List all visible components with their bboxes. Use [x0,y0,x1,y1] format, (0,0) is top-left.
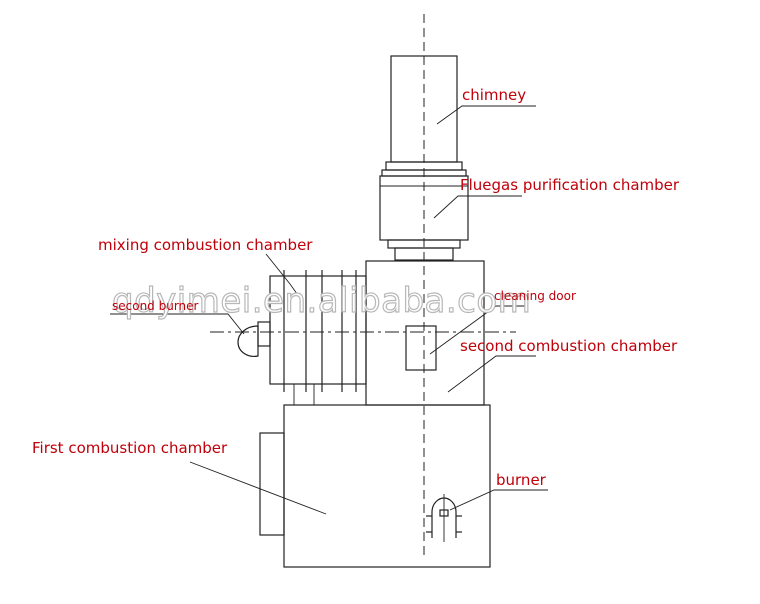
second-burner-label: second burner [112,299,199,313]
second-burner-leader [110,313,245,335]
first-chamber-shape [259,404,491,568]
fluegas-label: Fluegas purification chamber [460,176,680,194]
burner-label: burner [496,471,547,489]
cleaning-door-leader [429,305,526,355]
watermark-text: qdyimei.en.alibaba.com [112,281,531,321]
second-chamber-label: second combustion chamber [460,337,678,355]
chimney-leader [436,105,536,125]
first-chamber-label: First combustion chamber [32,439,228,457]
first-chamber-leader [189,461,327,515]
second-burner-shape [237,321,271,357]
mixing-leader [265,253,301,299]
burner-leader [449,489,548,511]
cleaning-door-label: cleaning door [494,289,576,303]
chimney-label: chimney [462,86,526,104]
fluegas-chamber-shape [379,175,469,261]
cleaning-door-shape [405,325,437,371]
fluegas-leader [433,195,522,219]
mixing-label: mixing combustion chamber [98,236,313,254]
second-chamber-leader [447,355,536,393]
burner-shape [426,494,462,542]
mixing-chamber-shape [269,270,367,405]
